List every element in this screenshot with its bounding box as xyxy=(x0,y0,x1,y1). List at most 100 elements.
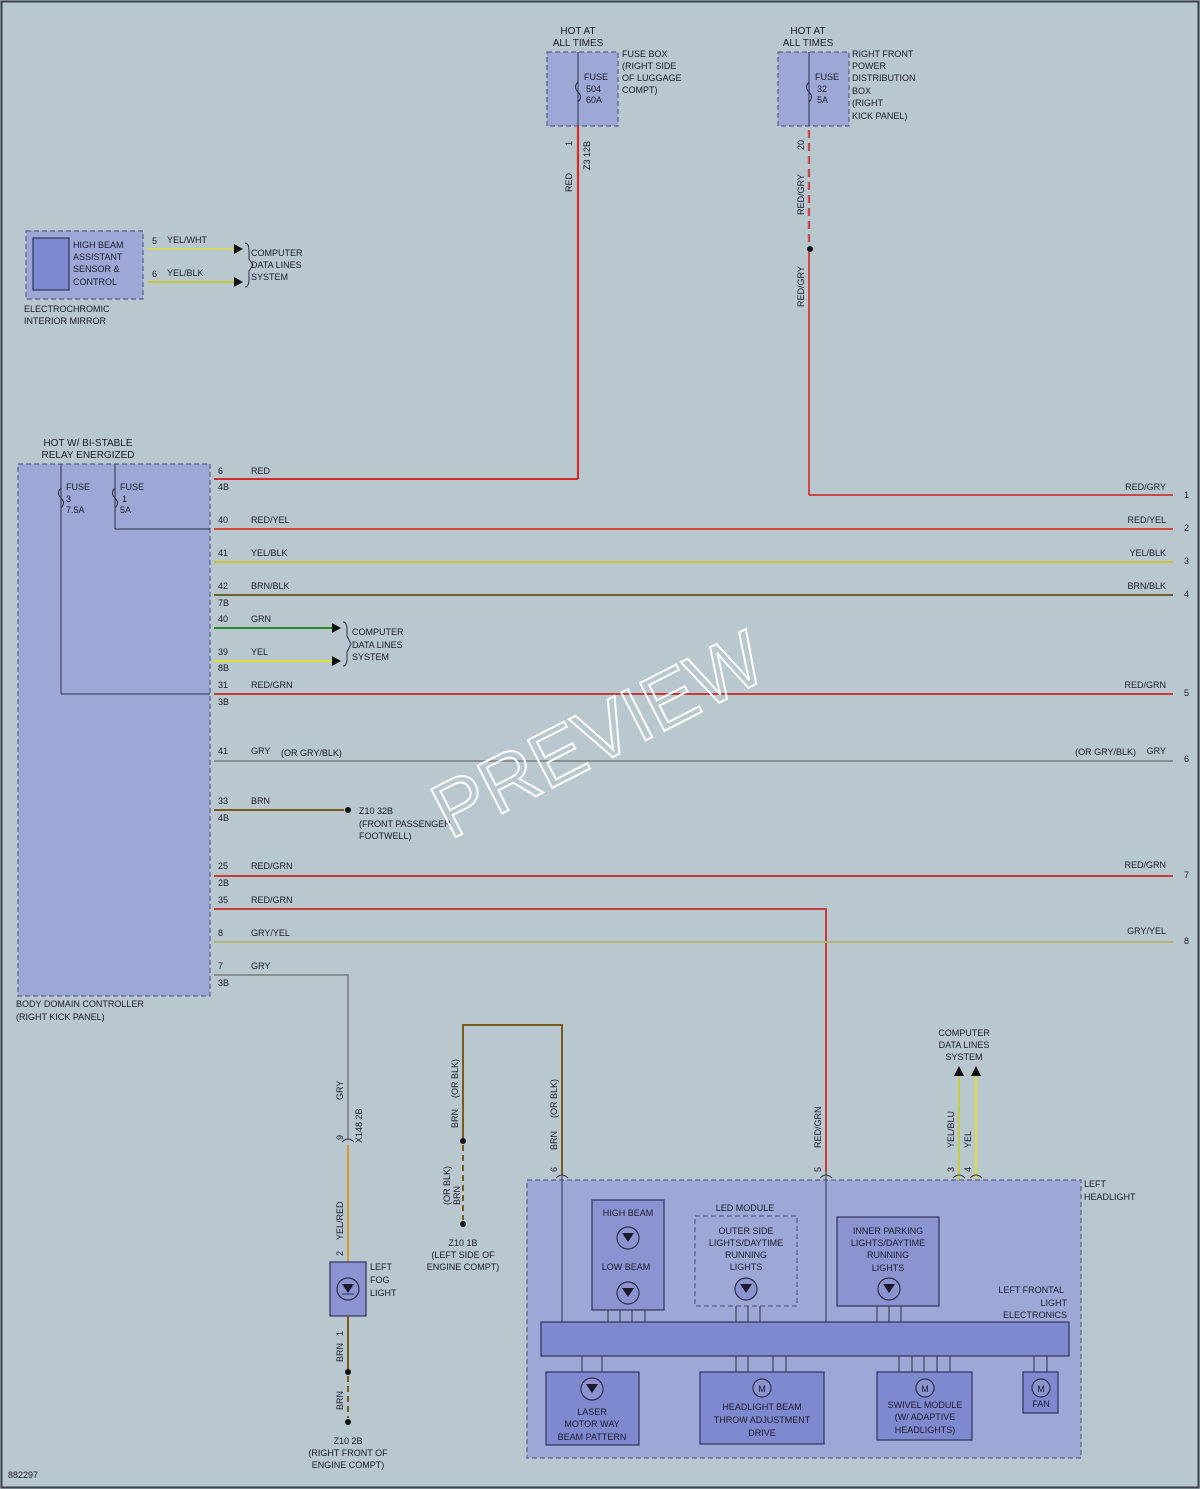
fog-name-1: LEFT xyxy=(370,1262,393,1272)
inner-lights-3: RUNNING xyxy=(867,1250,909,1260)
fuse-1-number: 1 xyxy=(122,494,127,504)
connector-icon xyxy=(969,1174,983,1179)
pdb-wire-upper-label: RED/GRY xyxy=(796,174,806,215)
pdb-desc-1: RIGHT FRONT xyxy=(852,49,914,59)
bdc-wire-grn: GRN xyxy=(251,614,271,624)
fuse-3-label: FUSE xyxy=(66,482,90,492)
bdc-pin-35: 35 xyxy=(218,895,228,905)
bdc-wire-redyel: RED/YEL xyxy=(251,515,290,525)
high-beam-label: HIGH BEAM xyxy=(603,1208,654,1218)
arrow-right-icon xyxy=(234,277,243,287)
fog-wire-in-label: GRY xyxy=(335,1081,345,1100)
right-num-8: 8 xyxy=(1184,936,1189,946)
arrow-right-icon xyxy=(332,656,341,666)
fuse-box-desc-2: (RIGHT SIDE xyxy=(622,61,676,71)
motor-icon xyxy=(752,1378,772,1398)
splice-dot xyxy=(345,1369,351,1375)
right-wire-6: GRY xyxy=(1147,746,1166,756)
right-num-4: 4 xyxy=(1184,589,1189,599)
headlight-pin-5: 5 xyxy=(813,1167,823,1172)
fog-wire-out-label: BRN xyxy=(335,1343,345,1362)
headlight-pin-4: 4 xyxy=(963,1167,973,1172)
gnd-wire-a: BRN xyxy=(450,1109,460,1128)
z10-1b-loc-1: (LEFT SIDE OF xyxy=(431,1250,495,1260)
hl-dest-3: SYSTEM xyxy=(945,1052,982,1062)
z10-32b-loc-1: (FRONT PASSENGER xyxy=(359,819,451,829)
mirror-sensor-block xyxy=(32,237,70,291)
fuse-box-luggage: HOT AT ALL TIMES FUSE 504 60A FUSE BOX (… xyxy=(546,26,682,192)
bdc-conn-4b: 4B xyxy=(218,482,229,492)
bdc-dest-1: COMPUTER xyxy=(352,627,404,637)
led-icon xyxy=(622,1233,634,1242)
bdc-pin-rows: 6 4B RED RED/GRY 1 40 RED/YEL RED/YEL 2 … xyxy=(214,466,1189,1172)
fog-gnd-1: Z10 2B xyxy=(333,1436,362,1446)
fog-wire-gnd-label: BRN xyxy=(335,1391,345,1410)
bdc-pin-31: 31 xyxy=(218,680,228,690)
outer-lights-2: LIGHTS/DAYTIME xyxy=(709,1238,783,1248)
frontal-light-electronics-bar xyxy=(540,1321,1070,1357)
pdb-hot-line1: HOT AT xyxy=(790,26,825,37)
bdc-wire-red: RED xyxy=(251,466,271,476)
outer-lights-3: RUNNING xyxy=(725,1250,767,1260)
bdc-wire-gry-7: GRY xyxy=(251,961,270,971)
bdc-conn-2b: 2B xyxy=(218,878,229,888)
swivel-3: HEADLIGHTS) xyxy=(895,1425,956,1435)
right-num-7: 7 xyxy=(1184,870,1189,880)
fuse-box-desc-4: COMPT) xyxy=(622,85,658,95)
fuse-box-wire-label: RED xyxy=(564,172,574,192)
fuse-icon xyxy=(58,487,64,509)
fog-name-2: FOG xyxy=(370,1275,390,1285)
arrow-right-icon xyxy=(332,623,341,633)
bdc-wire-redgrn-35: RED/GRN xyxy=(251,895,293,905)
right-num-6: 6 xyxy=(1184,754,1189,764)
mirror-label-1: HIGH BEAM xyxy=(73,240,124,250)
mirror-wire-label-1: YEL/WHT xyxy=(167,235,208,245)
motor-icon xyxy=(1031,1378,1051,1398)
mirror-dest-1: COMPUTER xyxy=(251,248,303,258)
headlight-pin-6: 6 xyxy=(549,1167,559,1172)
fuse-box-desc-3: OF LUGGAGE xyxy=(622,73,682,83)
fog-gnd-2: (RIGHT FRONT OF xyxy=(308,1448,388,1458)
pdb-outline xyxy=(777,51,850,127)
z10-32b-loc-2: FOOTWELL) xyxy=(359,831,412,841)
left-headlight: RED/GRN 5 COMPUTER DATA LINES SYSTEM YEL… xyxy=(526,1028,1136,1459)
pdb-desc-3: DISTRIBUTION xyxy=(852,73,916,83)
right-wire-2: RED/YEL xyxy=(1127,515,1166,525)
electronics-3: ELECTRONICS xyxy=(1003,1310,1067,1320)
ground-icon xyxy=(345,1419,351,1425)
bdc-wire-gry: GRY xyxy=(251,746,270,756)
brace-icon xyxy=(244,242,254,288)
hl-dest-2: DATA LINES xyxy=(939,1040,990,1050)
led-icon xyxy=(622,1288,634,1297)
bdc-pin-6: 6 xyxy=(218,466,223,476)
outer-lights-1: OUTER SIDE xyxy=(718,1226,773,1236)
headlight-pin-3: 3 xyxy=(946,1167,956,1172)
laser-1: LASER xyxy=(577,1407,607,1417)
power-distribution-box: HOT AT ALL TIMES FUSE 32 5A RIGHT FRONT … xyxy=(777,26,916,307)
bdc-pin-25: 25 xyxy=(218,861,228,871)
bdc-pin-39: 39 xyxy=(218,647,228,657)
fuse-504-rating: 60A xyxy=(586,95,602,105)
ground-icon xyxy=(460,1221,466,1227)
body-domain-controller: HOT W/ BI-STABLE RELAY ENERGIZED FUSE 3 … xyxy=(16,438,211,1022)
inner-lights-2: LIGHTS/DAYTIME xyxy=(851,1238,925,1248)
connector-icon xyxy=(819,1174,833,1179)
fog-wire-mid-label: YEL/RED xyxy=(335,1201,345,1240)
inner-lights-4: LIGHTS xyxy=(872,1263,905,1273)
pdb-hot-line2: ALL TIMES xyxy=(783,38,834,49)
bdc-pin-40b: 40 xyxy=(218,614,228,624)
fuse-1-rating: 5A xyxy=(120,505,131,515)
led-module-label: LED MODULE xyxy=(716,1203,775,1213)
fuse-box-outline xyxy=(546,51,619,127)
bdc-pin-40: 40 xyxy=(218,515,228,525)
module-stubs xyxy=(581,1306,1048,1372)
fog-pin-9: 9 xyxy=(335,1135,345,1140)
electrochromic-mirror: HIGH BEAM ASSISTANT SENSOR & CONTROL ELE… xyxy=(24,230,303,326)
bdc-wire-yelblk: YEL/BLK xyxy=(251,548,288,558)
fuse-box-pin: 1 xyxy=(564,141,574,146)
motor-icon xyxy=(915,1378,935,1398)
left-fog-light: GRY 9 X148 2B YEL/RED 2 LEFT FOG LIGHT B… xyxy=(308,1081,397,1470)
bdc-wire-yel: YEL xyxy=(251,647,268,657)
connector-icon xyxy=(952,1174,966,1179)
